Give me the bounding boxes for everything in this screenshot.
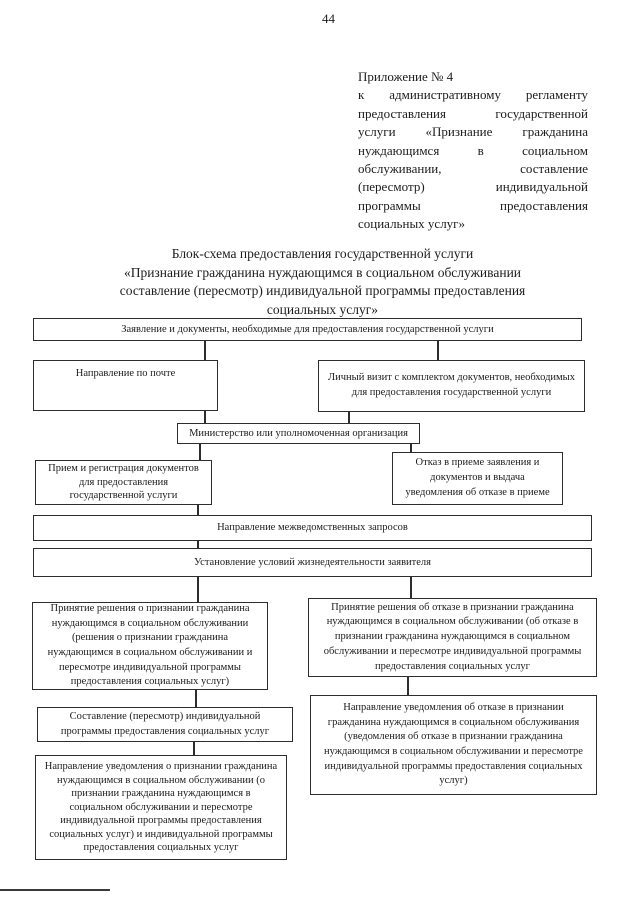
connector-conditions-to-refusal-decision (410, 577, 412, 598)
flowchart-title: Блок-схема предоставления государственно… (40, 245, 605, 319)
box-reception-registration: Прием и регистрация документов для предо… (35, 460, 212, 505)
appendix-line: программы предоставления (358, 197, 588, 213)
connector-application-to-visit (437, 341, 439, 360)
flowchart-title-line: составление (пересмотр) индивидуальной п… (119, 283, 526, 298)
box-personal-visit: Личный визит с комплектом документов, не… (318, 360, 585, 412)
appendix-line: социальных услуг» (358, 216, 466, 232)
connector-conditions-to-recognition (197, 577, 199, 602)
connector-recognition-to-program (195, 690, 197, 707)
box-interagency-requests: Направление межведомственных запросов (33, 515, 592, 541)
connector-mail-to-ministry (204, 411, 206, 423)
appendix-line: нуждающимся в социальном (358, 142, 588, 158)
box-application-documents: Заявление и документы, необходимые для п… (33, 318, 582, 341)
box-individual-program: Составление (пересмотр) индивидуальной п… (37, 707, 293, 742)
connector-refusal-decision-to-notice (407, 677, 409, 695)
connector-ministry-to-reception (199, 444, 201, 460)
appendix-line: к административному регламенту (358, 87, 588, 103)
appendix-line: (пересмотр) индивидуальной (358, 179, 588, 195)
connector-reception-to-requests (197, 505, 199, 515)
box-ministry-or-authorized-org: Министерство или уполномоченная организа… (177, 423, 420, 444)
box-decision-recognition: Принятие решения о признании гражданина … (32, 602, 268, 690)
flowchart-title-line: Блок-схема предоставления государственно… (171, 246, 474, 261)
box-refusal-of-acceptance: Отказ в приеме заявления и документов и … (392, 452, 563, 505)
connector-application-to-mail (204, 341, 206, 360)
appendix-line: предоставления государственной (358, 105, 588, 121)
box-notice-of-refusal: Направление уведомления об отказе в приз… (310, 695, 597, 795)
box-mail-submission: Направление по почте (33, 360, 218, 411)
box-living-conditions-assessment: Установление условий жизнедеятельности з… (33, 548, 592, 577)
flowchart-title-line: «Признание гражданина нуждающимся в соци… (123, 264, 522, 280)
appendix-line: обслуживании, составление (358, 160, 588, 176)
connector-requests-to-conditions (197, 541, 199, 548)
appendix-header: Приложение № 4 к административному регла… (358, 68, 588, 234)
box-notice-of-recognition: Направление уведомления о признании граж… (35, 755, 287, 860)
page-number: 44 (322, 11, 335, 26)
appendix-line: Приложение № 4 (358, 69, 454, 84)
footnote-rule (0, 889, 110, 891)
connector-visit-to-ministry (348, 412, 350, 423)
appendix-line: услуги «Признание гражданина (358, 124, 588, 140)
flowchart-title-line: социальных услуг» (266, 301, 379, 317)
box-decision-refusal: Принятие решения об отказе в признании г… (308, 598, 597, 677)
connector-ministry-to-refusal (410, 444, 412, 452)
connector-program-to-notice (193, 742, 195, 755)
